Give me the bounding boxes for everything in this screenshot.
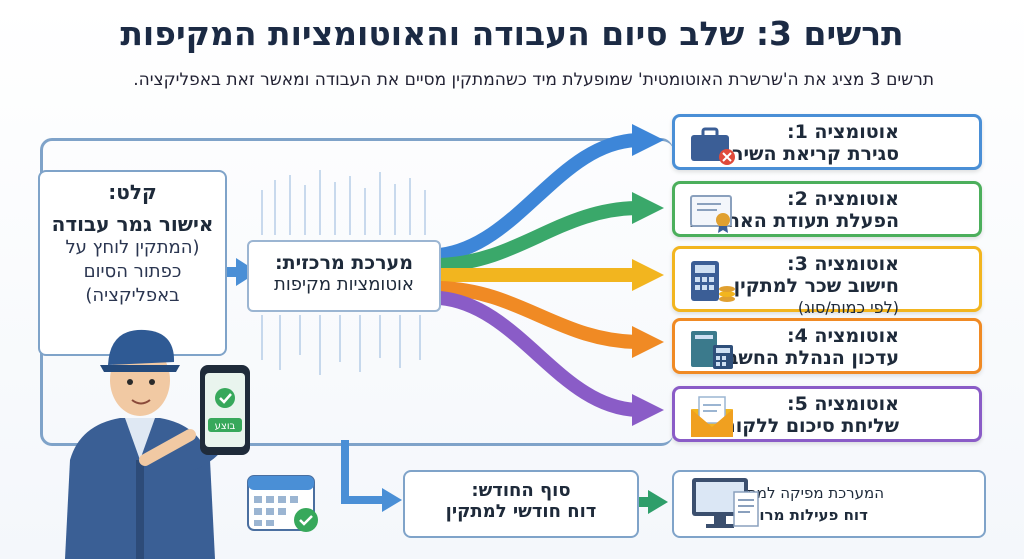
input-heading: קלט: (108, 180, 157, 204)
arrow-to-month-end (341, 440, 385, 504)
central-system-heading: מערכת מרכזית: (275, 252, 413, 274)
data-stream-graphic (261, 170, 426, 375)
input-heading-2: אישור גמר עבודה (51, 212, 214, 236)
envelope-icon (691, 396, 733, 437)
central-system-box: מערכת מרכזית: אוטומציות מקיפות (247, 240, 441, 312)
automation-5-box: אוטומציה 5: שליחת סיכום ללקוח (672, 386, 982, 442)
input-line-3: באפליקציה) (85, 285, 180, 306)
automation-3-title: אוטומציה 3: (786, 253, 899, 275)
automation-1-box: אוטומציה 1: סגירת קריאת השירות (672, 114, 982, 170)
technician-illustration: בוצע (65, 329, 250, 559)
certificate-icon (690, 195, 732, 233)
arrow-automation-2 (439, 201, 641, 272)
calculator-coins-icon (691, 261, 735, 302)
report-box: המערכת מפיקה למתקין דוח פעילות מרוכז (672, 470, 986, 538)
month-end-box: סוף החודש: דוח חודשי למתקין (403, 470, 639, 538)
calendar-check-icon (247, 475, 318, 532)
automation-1-desc: סגירת קריאת השירות (712, 143, 899, 165)
month-end-heading: סוף החודש: (471, 480, 571, 501)
page-subtitle: תרשים 3 מציג את ה'שרשרת האוטומטית' שמופע… (133, 70, 934, 90)
month-end-body: דוח חודשי למתקין (445, 501, 597, 522)
report-line-2: דוח פעילות מרוכז (744, 506, 868, 524)
automation-2-desc: הפעלת תעודת האחריות (690, 210, 899, 232)
automation-4-desc: עדכון הנהלת החשבונות (692, 347, 899, 369)
arrow-automation-1 (438, 133, 641, 262)
central-system-body: אוטומציות מקיפות (274, 274, 414, 295)
ledger-calculator-icon (691, 331, 733, 369)
toolbox-close-icon (691, 127, 735, 165)
automation-5-title: אוטומציה 5: (786, 393, 899, 415)
input-line-2: כפתור הסיום (83, 261, 182, 282)
automation-2-box: אוטומציה 2: הפעלת תעודת האחריות (672, 181, 982, 237)
automation-3-desc-2: (לפי כמות/סוג) (797, 298, 899, 317)
arrow-automation-5 (439, 291, 641, 417)
arrow-automation-4 (439, 281, 641, 349)
input-line-1: (המתקין לוחץ על (65, 237, 200, 258)
automation-3-box: אוטומציה 3: חישוב שכר למתקין (לפי כמות/ס… (672, 246, 982, 317)
input-box: קלט: אישור גמר עבודה (המתקין לוחץ על כפת… (38, 170, 227, 356)
page-title: תרשים 3: שלב סיום העבודה והאוטומציות המק… (120, 14, 904, 53)
automation-4-title: אוטומציה 4: (786, 325, 899, 347)
report-line-1: המערכת מפיקה למתקין (728, 484, 884, 502)
automation-5-desc: שליחת סיכום ללקוח (722, 415, 899, 437)
phone-done-button: בוצע (215, 421, 236, 432)
automation-3-desc: חישוב שכר למתקין (733, 275, 899, 297)
automation-4-box: אוטומציה 4: עדכון הנהלת החשבונות (672, 318, 982, 374)
automation-1-title: אוטומציה 1: (786, 121, 899, 143)
monitor-report-icon (692, 478, 759, 528)
automation-2-title: אוטומציה 2: (786, 188, 899, 210)
